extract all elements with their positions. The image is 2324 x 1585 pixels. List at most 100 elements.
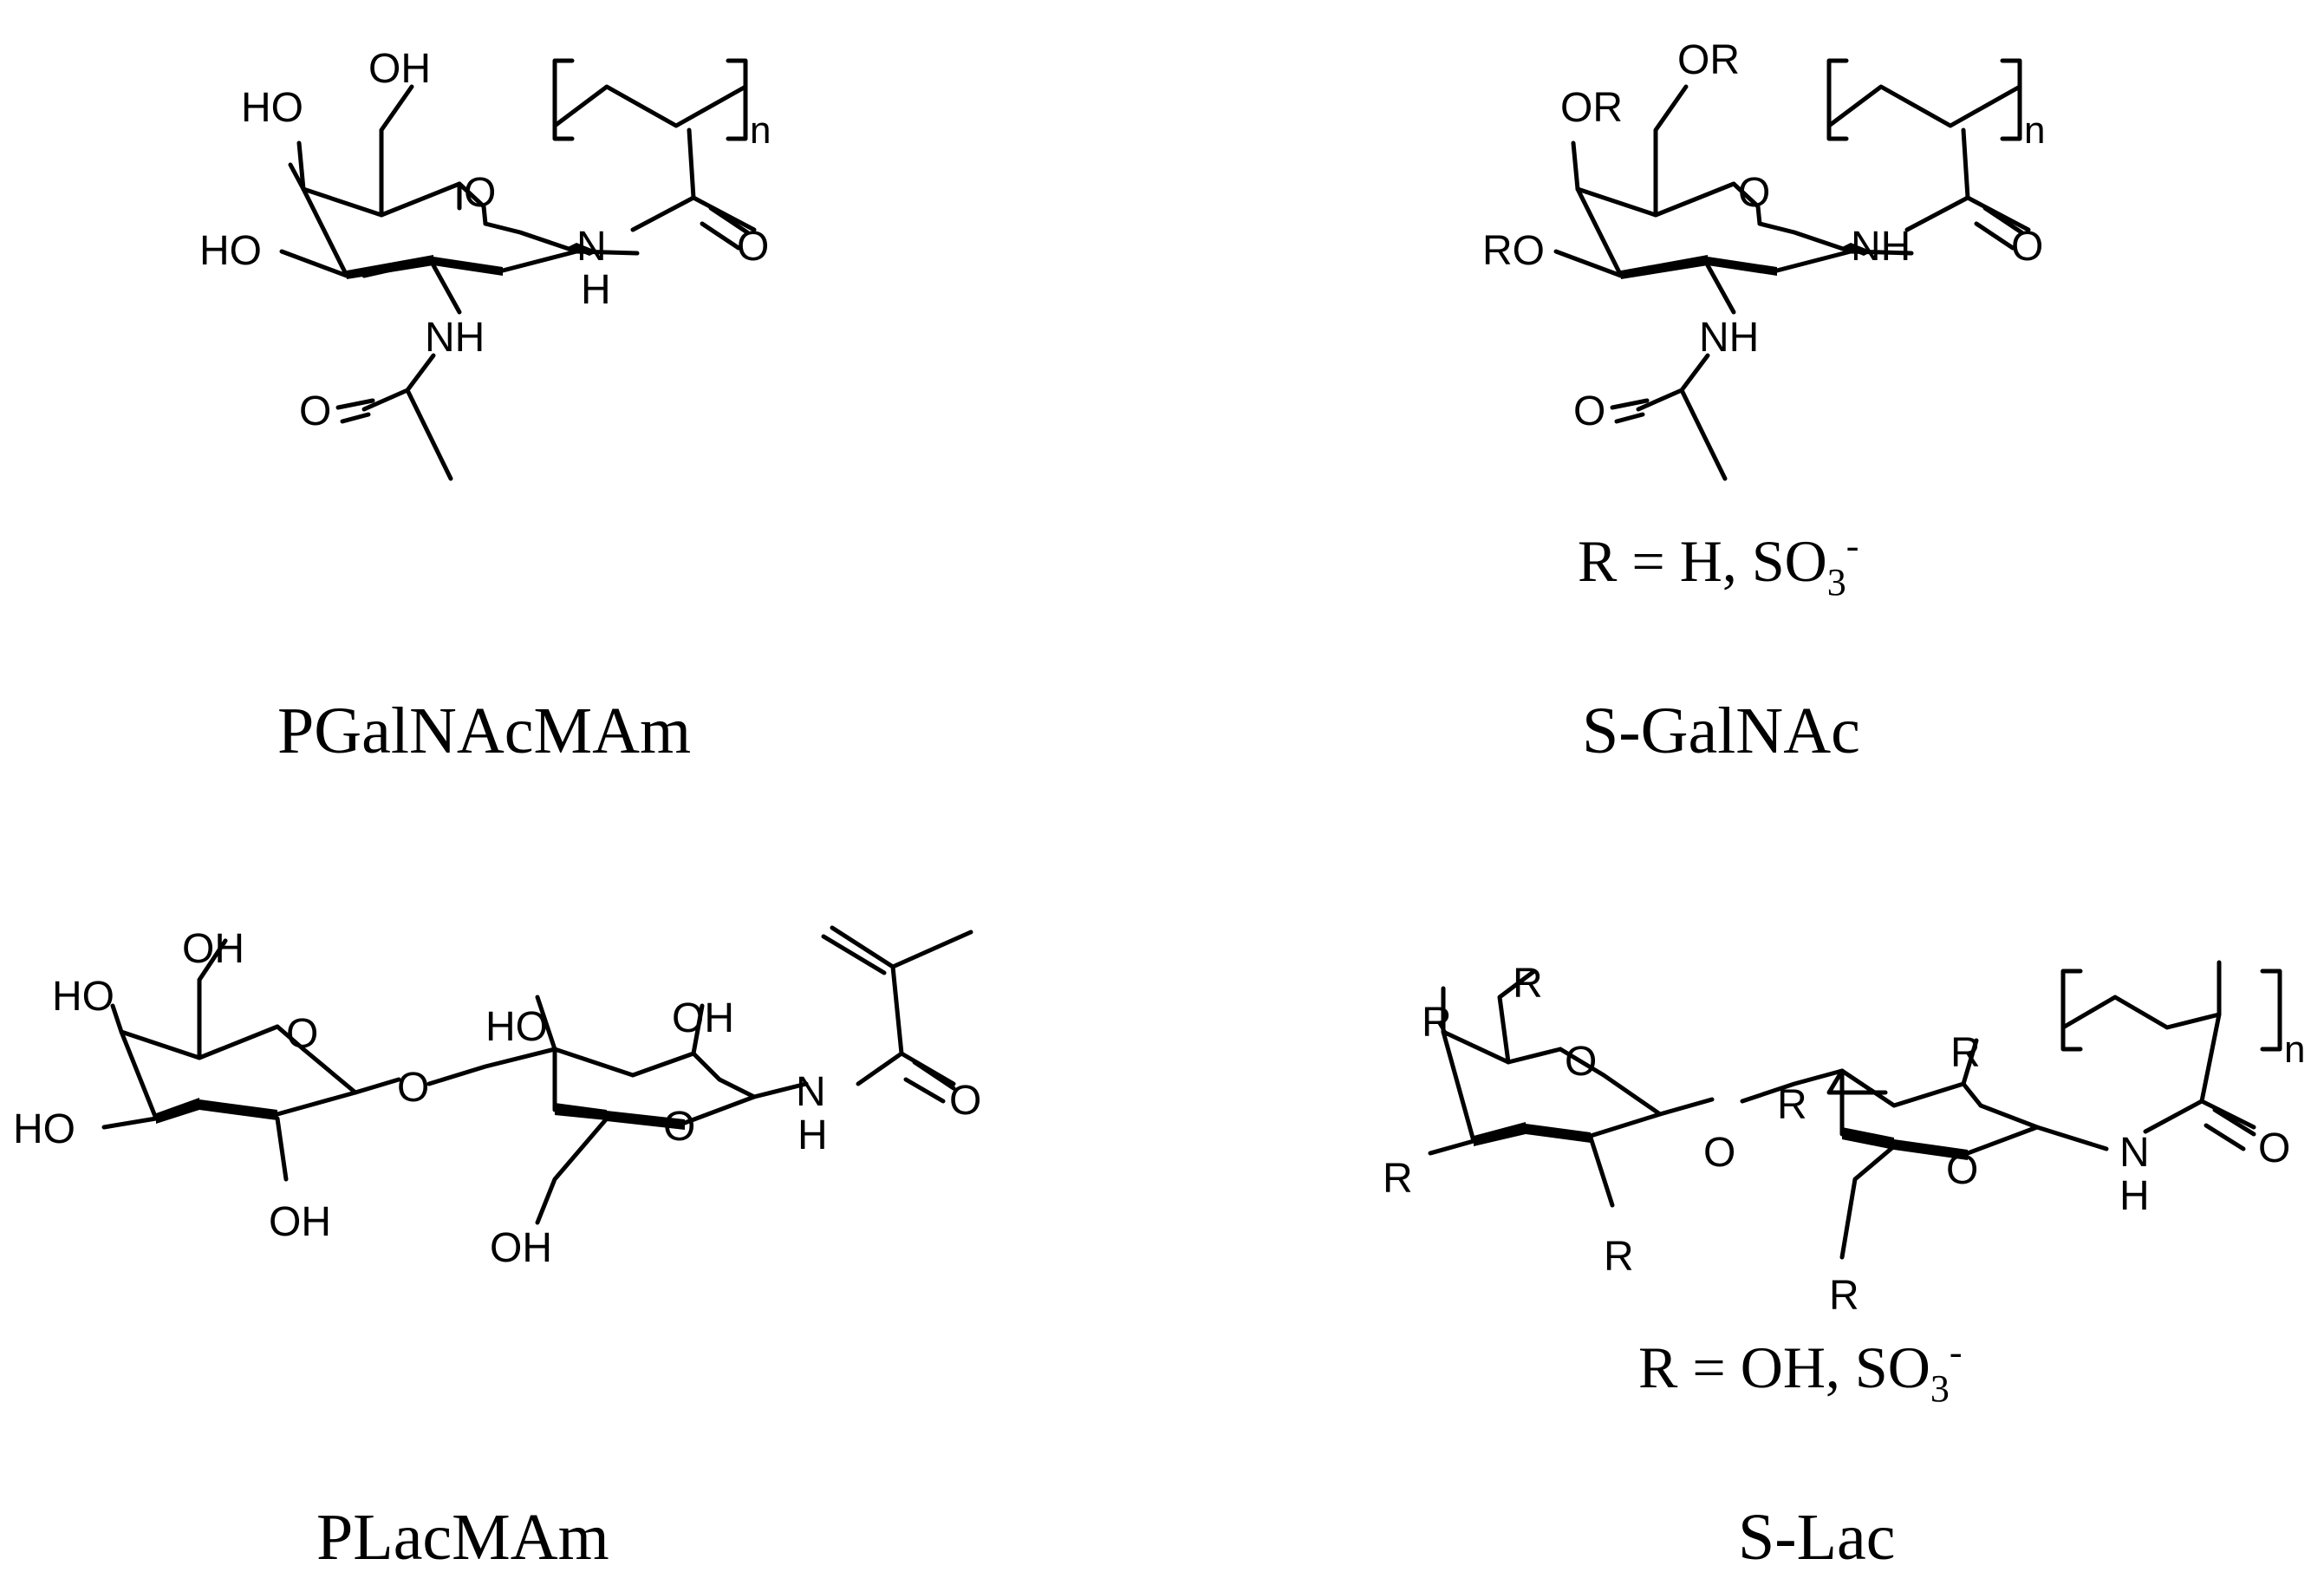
c2-n-bond [431,263,462,315]
bracket-left [2060,969,2083,1052]
acetyl-carbonyl-bond [335,398,375,410]
caption-s-galnac: S-GalNAc [1582,695,1860,767]
ro-bond-c3 [1553,249,1624,278]
oh-bond-gal-c2 [275,1116,289,1182]
r-def-subscript: 3 [1930,1367,1950,1410]
methacryl-methyl [890,929,973,969]
atom-oh-glc-c2: OH [672,995,734,1041]
atom-o-acetyl: O [299,388,331,434]
atom-h-amide: H [797,1112,828,1158]
acetyl-methyl-bond [1679,388,1728,481]
r-bond-gal-c3 [1428,1138,1476,1156]
atom-gal-ring-o: O [286,1011,318,1057]
polymer-chain [552,84,748,128]
ho-bond-gal-c3 [101,1116,159,1130]
polymer-chain [1826,84,2022,128]
galactose-ring [110,938,358,1124]
atom-r-glc-c6: R [1829,1273,1859,1319]
r-def-superscript: - [1950,1331,1963,1373]
bracket-right [726,58,748,141]
atom-n-amide: N [576,224,607,270]
acetyl-carbonyl-bond-2 [340,412,371,424]
atom-r-glc-c2: R [1950,1030,1981,1076]
atom-o-amide: O [737,224,769,270]
acetyl-carbonyl-bond-2 [1614,412,1645,424]
caption-pgalnacmam: PGalNAcMAm [277,695,691,767]
r-definition-s-lac: R = OH, SO3- [1638,1331,1963,1410]
backbone-link [2199,1012,2222,1104]
amide-carbonyl-b [2204,1123,2246,1151]
c1-n-bond [574,249,640,256]
s-lac-galactose-ring [1441,969,1663,1146]
atom-glc-ring-o: O [663,1104,695,1150]
atom-n-amide: N [796,1069,826,1115]
c1-n-bond [1848,249,1914,256]
r-def-prefix: R = OH, SO [1638,1334,1930,1400]
atom-or-c4: OR [1560,85,1623,131]
amide-carbonyl-a [2212,1107,2256,1137]
atom-ho-gal-c3: HO [13,1106,75,1152]
atom-glycosidic-o: O [397,1065,429,1111]
atom-n-repeat: n [750,109,771,152]
atom-nh-amide: NH [1851,224,1911,270]
atom-h-amide: H [581,267,611,313]
galnac-ring [296,84,598,279]
atom-h-amide: H [2119,1173,2150,1219]
atom-nh-acetamide: NH [1699,315,1759,361]
structure-s-lac: R R O R R O R R O R N H O n R = OH, SO3-… [1383,960,2305,1574]
amide-carbonyl-b [903,1077,946,1104]
atom-ho-gal-c4: HO [52,974,114,1020]
atom-r-gal-c2: R [1604,1234,1634,1280]
ho-bond-c3 [279,249,349,278]
bracket-right [2260,969,2282,1052]
atom-r-gal-c6: R [1513,961,1543,1007]
glucose-ring [426,995,757,1225]
atom-glycosidic-o: O [1703,1130,1735,1176]
acetyl-carbonyl-bond [1610,398,1650,410]
atom-r-gal-c3: R [1383,1156,1413,1202]
backbone-link [1961,127,1970,200]
svg-text:R = H, SO3-: R = H, SO3- [1578,525,1859,603]
atom-ro-c3: RO [1482,228,1545,274]
atom-r-glc-c3: R [1777,1082,1807,1128]
amide-carbonyl-b [700,221,741,251]
structure-s-galnac: OR OR O RO NH NH O O n R = H, SO3- S-Gal… [1482,37,2045,767]
caption-placmam: PLacMAm [316,1501,609,1574]
r-def-superscript: - [1846,525,1859,567]
s-lac-glucose-ring [1740,1038,2040,1260]
atom-gal-ring-o: O [1565,1039,1597,1085]
svg-text:R = OH, SO3-: R = OH, SO3- [1638,1331,1963,1410]
atom-n-amide: N [2119,1130,2150,1176]
atom-ho-c3: HO [199,228,262,274]
atom-r-gal-c4: R [1422,1000,1452,1046]
r-def-subscript: 3 [1827,561,1846,603]
atom-o-acetyl: O [1573,388,1605,434]
polymer-chain [2060,960,2222,1030]
r-bond-gal-c2 [1588,1135,1615,1208]
c2-n-bond [1705,263,1736,315]
atom-ho-glc-c3: HO [485,1004,548,1050]
backbone-link [687,127,696,200]
atom-ring-o: O [464,170,496,216]
glycosidic-bond [1657,1097,1715,1117]
atom-o-amide: O [2011,224,2043,270]
atom-o-amide: O [949,1078,981,1124]
atom-oh-gal-c6: OH [182,926,244,972]
acetyl-methyl-bond [405,388,453,481]
atom-oh-glc-c6: OH [490,1225,552,1271]
atom-n-repeat: n [2284,1028,2305,1071]
bracket-right [2000,58,2022,141]
caption-s-lac: S-Lac [1738,1501,1895,1574]
anomeric-n-bond [752,1081,809,1099]
atom-nh-acetamide: NH [425,315,485,361]
atom-ho-c4: HO [241,85,303,131]
amide-carbonyl-a [912,1060,956,1091]
amide-carbonyl-a [1982,205,2024,235]
atom-oh-c6: OH [368,46,431,92]
atom-n-repeat: n [2024,109,2045,152]
amide-carbonyl-b [1974,221,2015,251]
ho-bond-c4 [288,162,306,192]
bracket-left [1826,58,1849,141]
r-definition-s-galnac: R = H, SO3- [1578,525,1859,603]
